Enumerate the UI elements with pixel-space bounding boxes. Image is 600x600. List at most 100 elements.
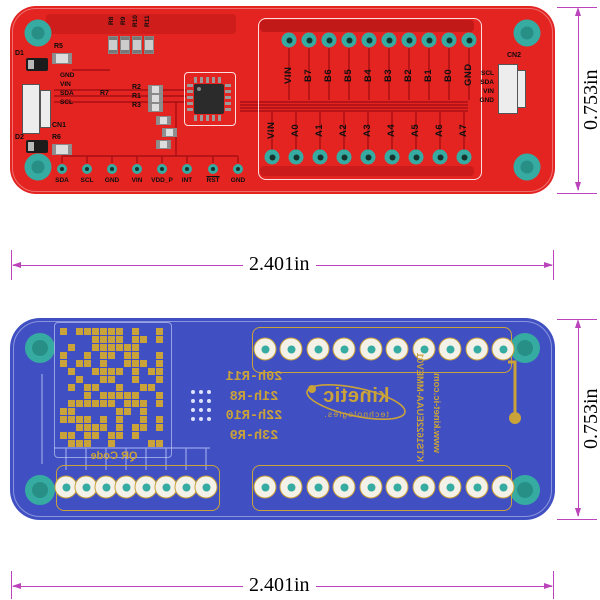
- refdes-r8: R8: [108, 16, 115, 26]
- pad: [134, 475, 158, 499]
- refdes-r9: R9: [120, 16, 127, 26]
- arrowhead-down: [575, 508, 581, 517]
- pad: [279, 337, 303, 361]
- qr-code: [60, 328, 164, 448]
- pad-b5: [341, 32, 357, 48]
- connector-cn1-body: [22, 84, 40, 134]
- dimension-label: 0.753in: [580, 69, 600, 131]
- pad-b1: [421, 32, 437, 48]
- pad: [359, 337, 383, 361]
- ic-pins-bottom: [194, 115, 224, 121]
- pad: [332, 475, 356, 499]
- silkscreen-box: [258, 18, 482, 180]
- register-line: 20h-R11: [225, 370, 283, 385]
- pin-label: B6: [323, 68, 334, 82]
- connector-cn1-pins: [40, 90, 51, 128]
- pin-label: A6: [434, 123, 445, 137]
- ic-pins-right: [225, 84, 231, 114]
- pad-vin-b: [281, 32, 297, 48]
- pad: [412, 475, 436, 499]
- pad: [332, 337, 356, 361]
- refdes-cn2: CN2: [507, 52, 522, 59]
- mounting-hole: [24, 19, 52, 47]
- pad: [359, 475, 383, 499]
- pad-vin: [132, 164, 142, 174]
- pad: [491, 337, 515, 361]
- dimension-label: 2.401in: [243, 253, 316, 276]
- arrowhead-up: [575, 319, 581, 328]
- extension-line: [557, 193, 597, 194]
- refdes-r7: R7: [100, 90, 109, 97]
- arrowhead-left: [12, 262, 21, 268]
- resistor-r11-body: [144, 36, 154, 54]
- refdes-d1: D1: [15, 50, 24, 57]
- pad-a7: [456, 149, 472, 165]
- mounting-hole: [24, 153, 52, 181]
- dimension-line: [578, 322, 579, 516]
- website-text: www.kinet-ic.com: [431, 373, 442, 454]
- extension-line: [11, 571, 12, 599]
- pin-label: SDA: [480, 79, 494, 86]
- pad: [306, 475, 330, 499]
- pin-label: GND: [479, 97, 494, 104]
- arrowhead-right: [544, 583, 553, 589]
- pin-label: VIN: [483, 88, 494, 95]
- ic-silkscreen: [184, 72, 236, 126]
- extension-line: [11, 250, 12, 280]
- pad: [438, 475, 462, 499]
- pin-label: B5: [343, 68, 354, 82]
- pad: [74, 475, 98, 499]
- pin-label: VIN: [131, 177, 143, 184]
- capacitor-body: [156, 140, 171, 149]
- connector-cn2-pins: [517, 70, 526, 108]
- board-front: VIN B7 B6 B5 B4 B3 B2 B1 B0 GND VIN A0 A…: [10, 6, 555, 194]
- pad: [253, 337, 277, 361]
- resistor-r10-body: [132, 36, 142, 54]
- dimension-label: 0.753in: [580, 388, 600, 450]
- refdes-r2: R2: [132, 84, 141, 91]
- pad-vddp: [157, 164, 167, 174]
- resistor-r8-body: [108, 36, 118, 54]
- register-map-text: 20h-R11 21h-R8 22h-R10 23h-R9: [200, 368, 308, 446]
- mounting-hole: [510, 333, 540, 363]
- pad: [385, 337, 409, 361]
- resistor-r3-body: [148, 103, 163, 112]
- arrowhead-left: [12, 583, 21, 589]
- pin-label: B4: [363, 68, 374, 82]
- refdes-r6: R6: [52, 134, 61, 141]
- pad-sda: [57, 164, 67, 174]
- register-line: 22h-R10: [225, 409, 283, 424]
- resistor-r9-body: [120, 36, 130, 54]
- pin-label: VIN: [266, 121, 277, 139]
- pad: [253, 475, 277, 499]
- mounting-hole: [510, 475, 540, 505]
- pad-b6: [321, 32, 337, 48]
- pin-label: B3: [383, 68, 394, 82]
- mounting-hole: [25, 475, 55, 505]
- refdes-r11: R11: [144, 15, 151, 27]
- extension-line: [553, 571, 554, 599]
- refdes-r1: R1: [132, 93, 141, 100]
- pin-label: A2: [338, 123, 349, 137]
- pad-b4: [361, 32, 377, 48]
- pin-label: A4: [386, 123, 397, 137]
- capacitor-body: [162, 128, 177, 137]
- pad-b2: [401, 32, 417, 48]
- pad: [465, 475, 489, 499]
- pin-label: SDA: [60, 90, 74, 97]
- register-line: 21h-R8: [229, 389, 279, 405]
- pin-label: B0: [443, 68, 454, 82]
- pin-label: B1: [423, 68, 434, 82]
- extension-line: [557, 519, 597, 520]
- pin-label: GND: [60, 72, 75, 79]
- pad-a4: [384, 149, 400, 165]
- pad: [174, 475, 198, 499]
- board-back: QR Code 20h-R11: [10, 318, 555, 520]
- part-number-text: KTS1622EUAA-MMEV01: [414, 352, 425, 462]
- diode-d1: [26, 58, 48, 71]
- diode-d2: [26, 140, 48, 153]
- mounting-hole: [513, 153, 541, 181]
- pad-gnd: [107, 164, 117, 174]
- arrowhead-up: [575, 7, 581, 16]
